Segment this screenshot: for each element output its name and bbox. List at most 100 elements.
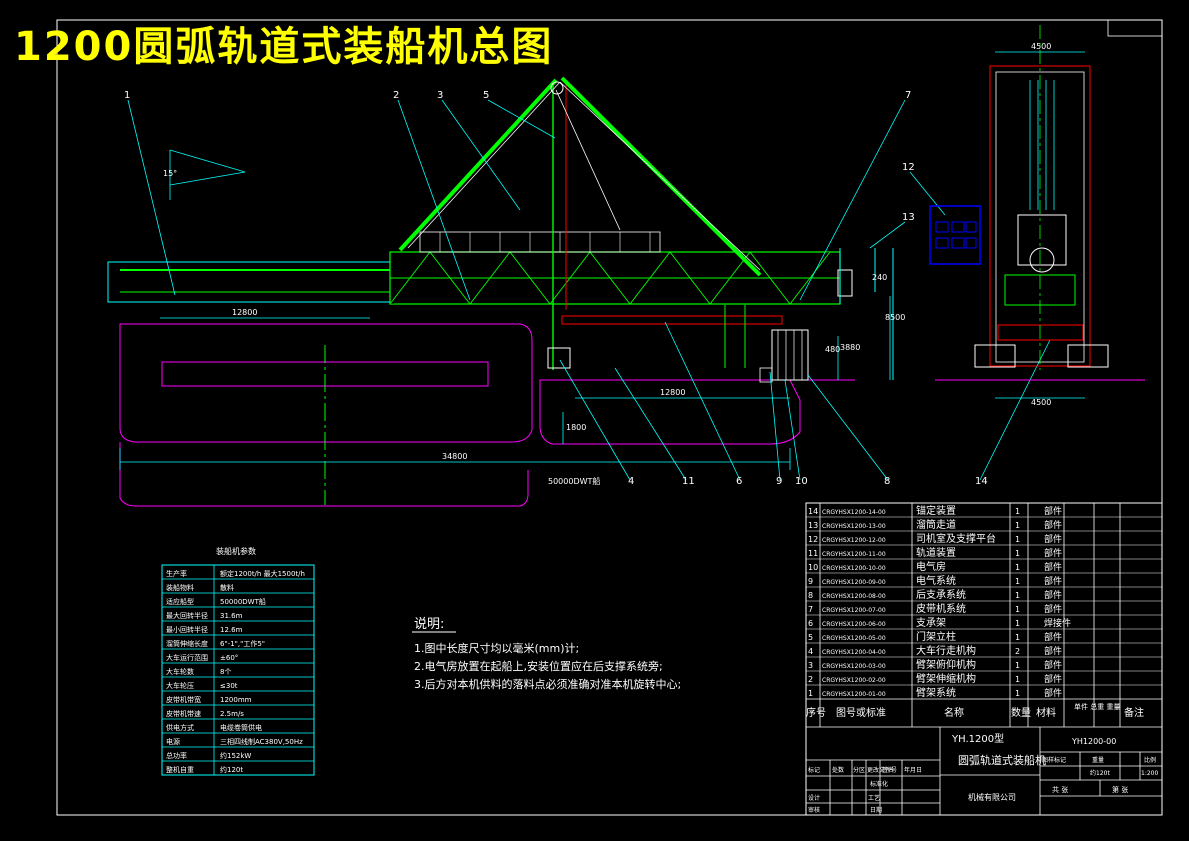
bom-cell: 1 (1015, 605, 1020, 614)
svg-text:重量: 重量 (1092, 756, 1104, 764)
svg-text:年月日: 年月日 (904, 766, 922, 774)
bom-cell: 臂架系统 (916, 686, 956, 699)
params-value: ≤30t (220, 682, 238, 690)
svg-text:8500: 8500 (885, 313, 905, 322)
svg-text:签名: 签名 (882, 766, 894, 774)
tb-drawing-no: YH1200-00 (1071, 737, 1116, 746)
bom-cell: 部件 (1044, 547, 1062, 559)
params-key: 电源 (166, 737, 180, 746)
params-key: 最小回转半径 (166, 625, 208, 634)
bom-cell: 4 (808, 647, 813, 656)
bom-cell: CRGYHSX1200-07-00 (822, 607, 886, 614)
params-value: 12.6m (220, 626, 243, 634)
params-value: 约120t (220, 765, 243, 774)
callout-8: 8 (884, 476, 890, 487)
bom-cell: CRGYHSX1200-08-00 (822, 593, 886, 600)
svg-text:图号或标准: 图号或标准 (836, 707, 886, 719)
bom-cell: CRGYHSX1200-04-00 (822, 649, 886, 656)
params-value: 额定1200t/h 最大1500t/h (220, 569, 305, 578)
bom-cell: 1 (1015, 633, 1020, 642)
params-key: 最大回转半径 (166, 611, 208, 620)
tb-name: 圆弧轨道式装船机 (958, 753, 1046, 767)
rear-support (771, 329, 809, 381)
params-value: ±60° (220, 654, 238, 662)
svg-text:480: 480 (825, 345, 840, 354)
svg-text:更改文件号: 更改文件号 (867, 766, 897, 774)
bom-cell: 7 (808, 605, 813, 614)
border-inner (1107, 19, 1163, 37)
bom-cell: 1 (1015, 521, 1020, 530)
bom-cell: 轨道装置 (916, 546, 956, 559)
note-3: 3.后方对本机供料的落料点必须准确对准本机旋转中心; (414, 677, 681, 691)
params-value: 2.5m/s (220, 710, 244, 718)
bom-cell: 部件 (1044, 687, 1062, 699)
mast-top-pulley (550, 81, 564, 95)
ship-label: 50000DWT船 (548, 476, 600, 486)
params-value: 31.6m (220, 612, 243, 620)
bom-cell: CRGYHSX1200-05-00 (822, 635, 886, 642)
params-value: 电缆卷筒供电 (220, 723, 262, 732)
boom-truss-web (389, 251, 840, 305)
bom-cell: CRGYHSX1200-11-00 (822, 551, 886, 558)
bom-cell: 9 (808, 577, 813, 586)
notes: 说明: 1.图中长度尺寸均以毫米(mm)计; 2.电气房放置在起船上,安装位置应… (412, 617, 681, 691)
bom-cell: CRGYHSX1200-10-00 (822, 565, 886, 572)
stay-front (398, 78, 558, 252)
callout-12: 12 (902, 162, 915, 173)
params-key: 装船物料 (166, 583, 194, 592)
params-key: 大车轮压 (166, 681, 194, 690)
svg-text:设计: 设计 (808, 794, 820, 802)
bom-cell: CRGYHSX1200-12-00 (822, 537, 886, 544)
callouts: 1 2 3 5 7 12 13 4 11 6 9 10 8 14 (124, 90, 988, 487)
bom-cell: 5 (808, 633, 813, 642)
callout-9: 9 (776, 476, 782, 487)
callout-10: 10 (795, 476, 808, 487)
svg-text:分区: 分区 (853, 766, 865, 774)
bom-cell: 电气房 (916, 560, 946, 573)
bom-cell: 大车行走机构 (916, 644, 976, 657)
bom-cell: 1 (1015, 619, 1020, 628)
bom-cell: CRGYHSX1200-09-00 (822, 579, 886, 586)
svg-text:3880: 3880 (840, 343, 860, 352)
bom-cell: 1 (1015, 675, 1020, 684)
callout-13: 13 (902, 212, 915, 223)
params-heading: 装船机参数 (216, 546, 256, 556)
note-2: 2.电气房放置在起船上,安装位置应在后支撑系统旁; (414, 659, 663, 673)
ship-hull-big (119, 442, 529, 507)
callout-2: 2 (393, 90, 399, 101)
boom-front (107, 261, 391, 303)
bom-cell: CRGYHSX1200-01-00 (822, 691, 886, 698)
bom-cell: 部件 (1044, 519, 1062, 531)
bom-cell: 部件 (1044, 673, 1062, 685)
svg-text:12800: 12800 (660, 388, 685, 397)
svg-text:审核: 审核 (808, 806, 820, 814)
params-value: 8个 (220, 668, 231, 676)
callout-4: 4 (628, 476, 634, 487)
bom-cell: CRGYHSX1200-13-00 (822, 523, 886, 530)
border-frame (56, 19, 1163, 816)
end-elevation (929, 25, 1145, 399)
bom-cell: 后支承系统 (916, 588, 966, 601)
side-elevation (107, 76, 1051, 507)
bom-cell: 部件 (1044, 505, 1062, 517)
svg-text:名称: 名称 (944, 706, 964, 719)
svg-text:第 张: 第 张 (1112, 785, 1128, 794)
bom-cell: 10 (808, 563, 818, 572)
bom-cell: 11 (808, 549, 818, 558)
callout-1: 1 (124, 90, 130, 101)
params-value: 50000DWT船 (220, 597, 266, 606)
svg-text:比例: 比例 (1144, 756, 1156, 764)
bom-cell: 部件 (1044, 645, 1062, 657)
svg-text:机械有限公司: 机械有限公司 (968, 792, 1016, 802)
params-key: 适应船型 (166, 597, 194, 606)
bom-cell: CRGYHSX1200-03-00 (822, 663, 886, 670)
svg-text:数量: 数量 (1011, 706, 1031, 719)
params-key: 整机自重 (166, 765, 194, 774)
svg-text:4500: 4500 (1031, 398, 1051, 407)
bom-cell: CRGYHSX1200-02-00 (822, 677, 886, 684)
tb-model: YH.1200型 (951, 732, 1004, 745)
bom-cell: 臂架俯仰机构 (916, 658, 976, 671)
params-key: 大车运行范围 (166, 653, 208, 662)
ship-hull-rear (119, 323, 533, 443)
